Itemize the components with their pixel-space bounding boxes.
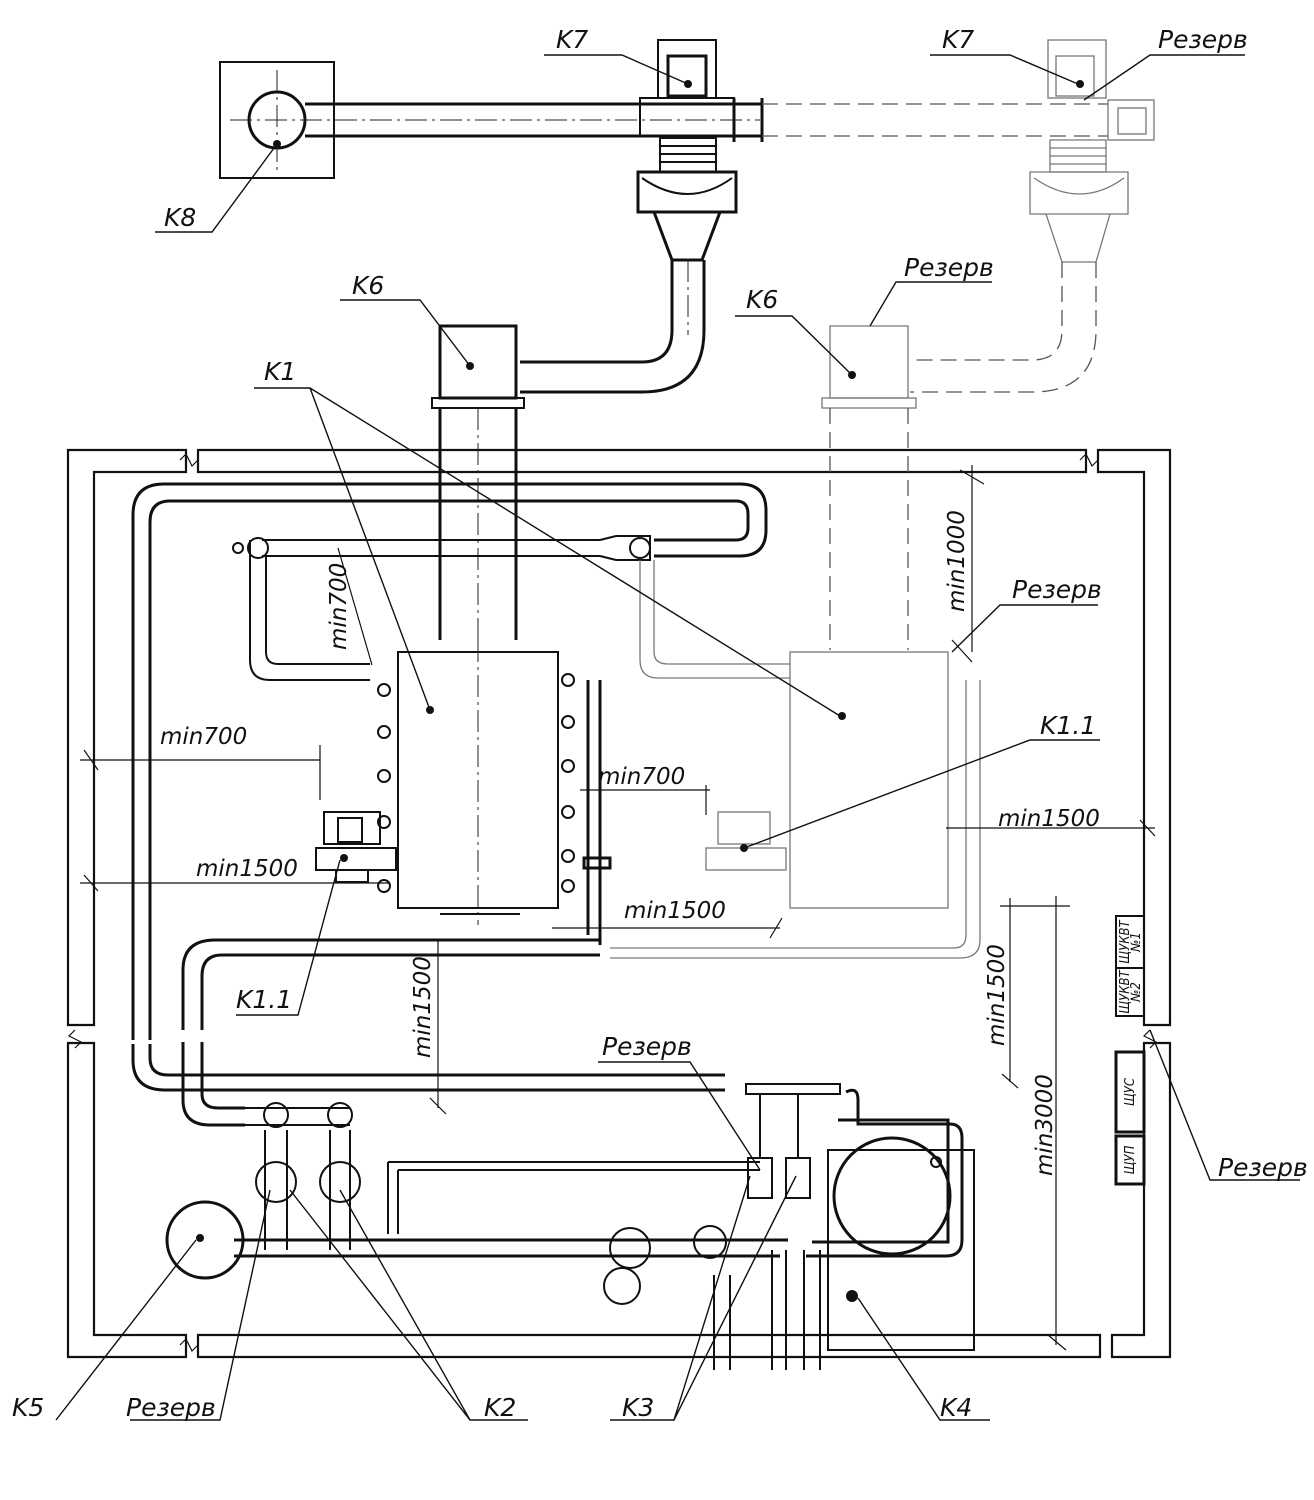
component-labels: K7 K7 Резерв K8 K6 Резерв K6 K1 Резерв K…: [12, 25, 1308, 1422]
panel-shukvt1-b: №1: [1129, 932, 1144, 953]
dim-min1500-vert-right: min1500: [984, 944, 1010, 1046]
panel-shukvt2-b: №2: [1129, 982, 1144, 1003]
label-reserve-panel: Резерв: [1218, 1153, 1308, 1182]
flue-system: [219, 39, 764, 645]
dim-min700-left: min700: [160, 724, 247, 750]
leader-dots: [196, 80, 1084, 1242]
dim-min1500-right: min1500: [998, 806, 1100, 832]
dim-min1000: min1000: [944, 510, 970, 612]
label-k8: K8: [164, 203, 196, 232]
dim-min700-mid: min700: [598, 764, 685, 790]
label-k1-1-right: K1.1: [1040, 711, 1096, 740]
panel-shus: [1114, 1050, 1146, 1134]
k3-filter-1: [747, 1157, 773, 1199]
dimension-labels: min700 min700 min1500 min1000 min700 min…: [160, 510, 1100, 1176]
dim-min700-vertical: min700: [326, 563, 352, 650]
label-k3: K3: [622, 1393, 654, 1422]
panel-shup-label: ЩУП: [1123, 1145, 1138, 1174]
dim-min3000: min3000: [1032, 1074, 1058, 1176]
k3-filter-2: [785, 1157, 811, 1199]
k8-chimney-base: [219, 61, 335, 179]
label-k2: K2: [484, 1393, 516, 1422]
k2-pump-1: [255, 1161, 297, 1203]
label-reserve-boiler: Резерв: [1012, 575, 1102, 604]
leader-lines: [55, 54, 1300, 1421]
label-k7-reserve: K7: [942, 25, 974, 54]
dim-min1500-bottom: min1500: [624, 898, 726, 924]
label-reserve-mid: Резерв: [602, 1032, 692, 1061]
building-walls: [66, 448, 1172, 1359]
label-reserve-top: Резерв: [1158, 25, 1248, 54]
k1-1-burner: [323, 811, 381, 845]
k6-flue-box: [438, 324, 518, 400]
k4-unit: [827, 1149, 975, 1351]
label-k6-reserve: K6: [746, 285, 778, 314]
panel-shus-label: ЩУС: [1123, 1077, 1138, 1106]
k2-pump-2: [319, 1161, 361, 1203]
electrical-panels: ЩУКВТ №1 ЩУКВТ №2 ЩУС ЩУП: [1114, 915, 1146, 1186]
label-k1: K1: [264, 357, 296, 386]
panel-shukvt2-a: ЩУКВТ: [1118, 969, 1133, 1013]
panel-shup: [1114, 1134, 1146, 1186]
label-k7-main: K7: [556, 25, 588, 54]
reserve-flue-system: [762, 39, 1155, 650]
dim-min1500-vert-left: min1500: [410, 956, 436, 1058]
label-reserve-pump: Резерв: [126, 1393, 216, 1422]
k1-reserve-boiler: [789, 651, 949, 909]
k5-expansion-tank: [165, 1200, 245, 1280]
dim-min1500-left: min1500: [196, 856, 298, 882]
label-reserve-k6: Резерв: [904, 253, 994, 282]
panel-shukvt1-a: ЩУКВТ: [1118, 919, 1133, 963]
dimension-lines: [80, 465, 1156, 1351]
panel-shukvt-2: [1115, 967, 1145, 1017]
label-k6-main: K6: [352, 271, 384, 300]
label-k1-1-left: K1.1: [236, 985, 292, 1014]
label-k5: K5: [12, 1393, 44, 1422]
label-k4: K4: [940, 1393, 972, 1422]
